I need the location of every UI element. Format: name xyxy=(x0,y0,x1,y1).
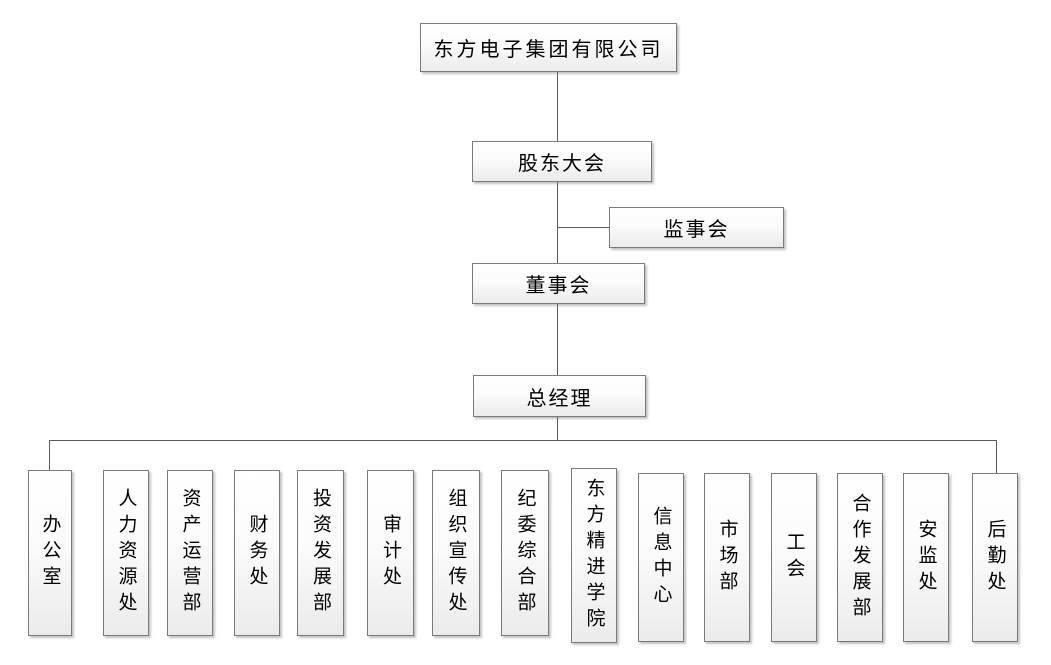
connector-shareholders-to-board xyxy=(557,181,558,263)
org-box-audit: 审计处 xyxy=(367,470,414,636)
connector-company-to-shareholders xyxy=(557,72,558,141)
org-box-safety-supervision: 安监处 xyxy=(903,473,949,642)
org-box-general-manager: 总经理 xyxy=(473,375,646,417)
org-box-labor-union-label: 工会 xyxy=(783,531,805,584)
org-box-human-resources: 人力资源处 xyxy=(103,470,149,636)
connector-bus-drop-left xyxy=(49,440,50,470)
org-box-office-label: 办公室 xyxy=(39,514,61,592)
org-box-safety-supervision-label: 安监处 xyxy=(915,518,937,597)
org-box-marketing-label: 市场部 xyxy=(716,518,738,597)
org-box-board-of-directors: 董事会 xyxy=(472,263,645,304)
org-box-company: 东方电子集团有限公司 xyxy=(420,23,677,72)
org-box-supervisory-board: 监事会 xyxy=(609,207,784,248)
org-box-investment-development-label: 投资发展部 xyxy=(310,488,331,618)
org-box-investment-development: 投资发展部 xyxy=(297,470,344,636)
org-box-information-center-label: 信息中心 xyxy=(650,505,672,610)
org-box-company-label: 东方电子集团有限公司 xyxy=(433,39,664,61)
org-box-jingjin-academy-label: 东方精进学院 xyxy=(583,477,605,634)
org-box-discipline-committee-label: 纪委综合部 xyxy=(514,488,536,618)
org-box-jingjin-academy: 东方精进学院 xyxy=(571,468,617,643)
connector-board-to-gm xyxy=(557,304,558,375)
org-box-supervisory-board-label: 监事会 xyxy=(663,219,730,241)
org-box-asset-operations-label: 资产运营部 xyxy=(179,488,201,618)
org-box-board-of-directors-label: 董事会 xyxy=(525,275,592,297)
org-box-general-manager-label: 总经理 xyxy=(526,387,593,410)
org-box-cooperation-development-label: 合作发展部 xyxy=(849,492,871,623)
org-box-labor-union: 工会 xyxy=(771,473,817,642)
org-box-human-resources-label: 人力资源处 xyxy=(115,488,137,618)
org-box-logistics: 后勤处 xyxy=(972,473,1018,642)
org-box-discipline-committee: 纪委综合部 xyxy=(501,470,549,636)
connector-bus-drop-right xyxy=(996,440,997,473)
org-box-organization-publicity: 组织宣传处 xyxy=(432,470,480,636)
org-box-organization-publicity-label: 组织宣传处 xyxy=(445,488,467,618)
org-box-audit-label: 审计处 xyxy=(380,514,401,592)
connector-branch-supervisory xyxy=(557,227,609,228)
org-box-cooperation-development: 合作发展部 xyxy=(837,473,883,642)
org-box-shareholders-meeting: 股东大会 xyxy=(472,141,652,182)
org-box-office: 办公室 xyxy=(28,470,72,636)
org-box-finance-label: 财务处 xyxy=(246,514,268,592)
org-box-marketing: 市场部 xyxy=(704,473,750,642)
connector-bus-horizontal xyxy=(49,440,997,441)
org-box-logistics-label: 后勤处 xyxy=(984,518,1006,597)
org-box-shareholders-meeting-label: 股东大会 xyxy=(518,153,606,175)
org-box-finance: 财务处 xyxy=(234,470,280,636)
org-box-information-center: 信息中心 xyxy=(638,473,684,642)
connector-gm-to-bus xyxy=(557,417,558,440)
org-box-asset-operations: 资产运营部 xyxy=(167,470,213,636)
